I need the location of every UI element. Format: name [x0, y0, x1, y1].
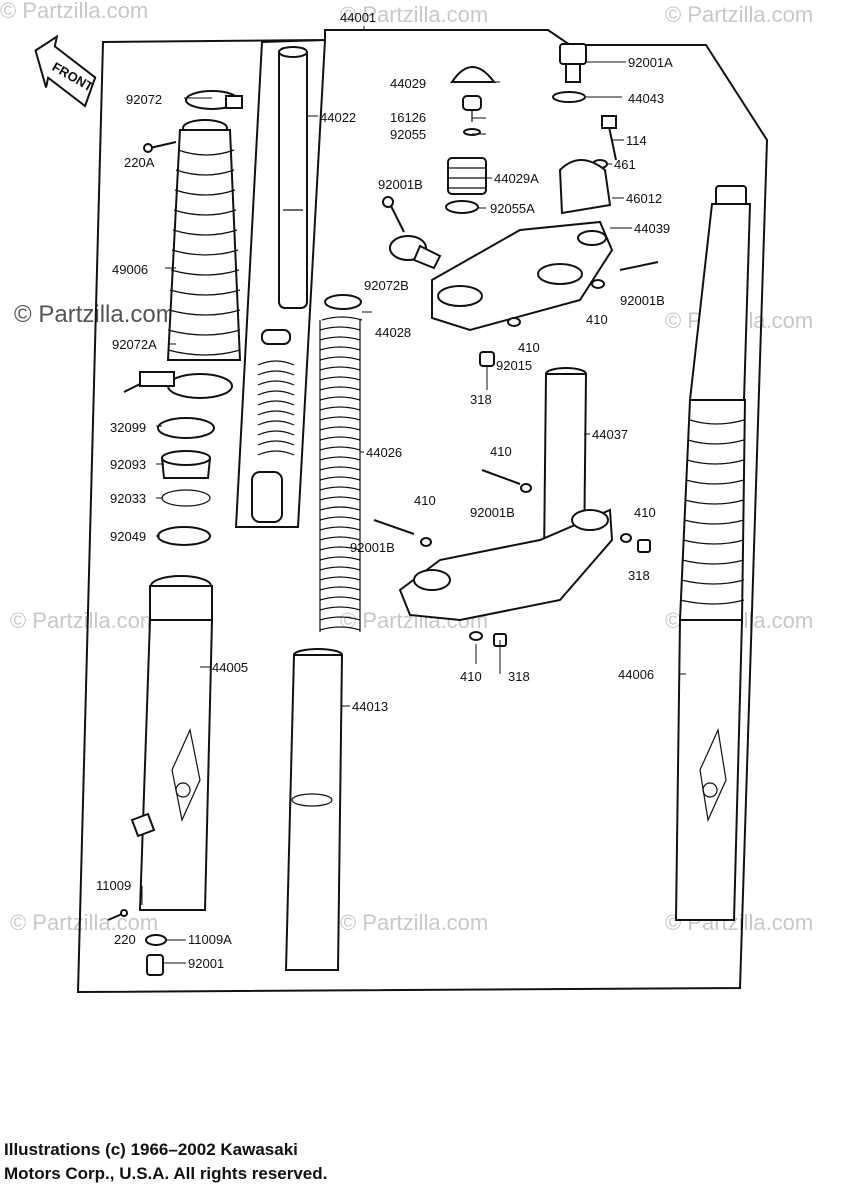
copyright-line-2: Motors Corp., U.S.A. All rights reserved…	[4, 1164, 328, 1183]
label-92072B: 92072B	[364, 278, 409, 293]
clamp-92072A	[123, 371, 233, 399]
inner-tube-44013	[284, 648, 344, 971]
seal-32099	[157, 417, 215, 439]
label-92001B: 92001B	[378, 177, 423, 192]
label-92001: 92001	[188, 956, 224, 971]
label-44013: 44013	[352, 699, 388, 714]
assembly-frame	[76, 29, 769, 994]
bolt-92001B-top	[382, 196, 405, 233]
clamp-92072	[185, 90, 243, 110]
label-92055A: 92055A	[490, 201, 535, 216]
label-318: 318	[470, 392, 492, 407]
label-92093: 92093	[110, 457, 146, 472]
spring-seat-44028	[324, 294, 362, 310]
ring-92049	[157, 526, 211, 546]
label-46012: 46012	[626, 191, 662, 206]
clamp-92072B	[389, 235, 442, 270]
damper-rod-44022	[251, 46, 308, 523]
copyright-notice: Illustrations (c) 1966–2002 Kawasaki Mot…	[4, 1138, 327, 1186]
steering-stem-44037	[398, 367, 614, 622]
label-461: 461	[614, 157, 636, 172]
spring-44026	[319, 316, 363, 632]
leader-lines	[141, 26, 686, 964]
label-410: 410	[490, 444, 512, 459]
part-labels: 44001 92072 44022 220A 49006 92072A 3209…	[96, 10, 673, 971]
watermark: © Partzilla.com	[340, 2, 488, 27]
label-92001A: 92001A	[628, 55, 673, 70]
label-92049: 92049	[110, 529, 146, 544]
label-11009: 11009	[96, 878, 131, 893]
label-44029A: 44029A	[494, 171, 539, 186]
label-16126: 16126	[390, 110, 426, 125]
label-44039: 44039	[634, 221, 670, 236]
label-92001B: 92001B	[620, 293, 665, 308]
inner-kit-frame	[234, 38, 327, 528]
label-410: 410	[586, 312, 608, 327]
label-44043: 44043	[628, 91, 664, 106]
label-114: 114	[626, 133, 647, 148]
label-92001B: 92001B	[350, 540, 395, 555]
circlip-92033	[161, 489, 211, 507]
label-44005: 44005	[212, 660, 248, 675]
label-44026: 44026	[366, 445, 402, 460]
label-11009A: 11009A	[188, 932, 232, 947]
label-32099: 32099	[110, 420, 146, 435]
bolt-92001A	[552, 43, 587, 103]
label-220A: 220A	[124, 155, 155, 170]
label-410: 410	[634, 505, 656, 520]
label-220: 220	[114, 932, 136, 947]
label-410: 410	[460, 669, 482, 684]
label-92072A: 92072A	[112, 337, 157, 352]
front-arrow: FRONT	[34, 34, 97, 108]
label-44037: 44037	[592, 427, 628, 442]
label-318: 318	[508, 669, 530, 684]
label-410: 410	[414, 493, 436, 508]
label-92015: 92015	[496, 358, 532, 373]
cap-44029	[445, 66, 496, 214]
label-44022: 44022	[320, 110, 356, 125]
fork-leg-44006	[674, 185, 752, 921]
watermark: © Partzilla.com	[10, 608, 158, 633]
label-410: 410	[518, 340, 540, 355]
label-92033: 92033	[110, 491, 146, 506]
upper-bracket-44039	[431, 220, 659, 367]
copyright-line-1: Illustrations (c) 1966–2002 Kawasaki	[4, 1140, 298, 1159]
label-92055: 92055	[390, 127, 426, 142]
label-318: 318	[628, 568, 650, 583]
watermark: © Partzilla.com	[340, 910, 488, 935]
watermark: © Partzilla.com	[0, 0, 148, 23]
label-44006: 44006	[618, 667, 654, 682]
oil-seal-92093	[160, 450, 212, 479]
watermark: © Partzilla.com	[10, 910, 158, 935]
watermark: © Partzilla.com	[665, 2, 813, 27]
label-44001: 44001	[340, 10, 376, 25]
screw-220A	[143, 141, 177, 153]
outer-tube-44005	[130, 575, 214, 911]
fork-boot-49006	[166, 119, 242, 361]
label-49006: 49006	[112, 262, 148, 277]
handlebar-holder	[558, 115, 617, 215]
label-92072: 92072	[126, 92, 162, 107]
label-92001B: 92001B	[470, 505, 515, 520]
label-44028: 44028	[375, 325, 411, 340]
label-44029: 44029	[390, 76, 426, 91]
